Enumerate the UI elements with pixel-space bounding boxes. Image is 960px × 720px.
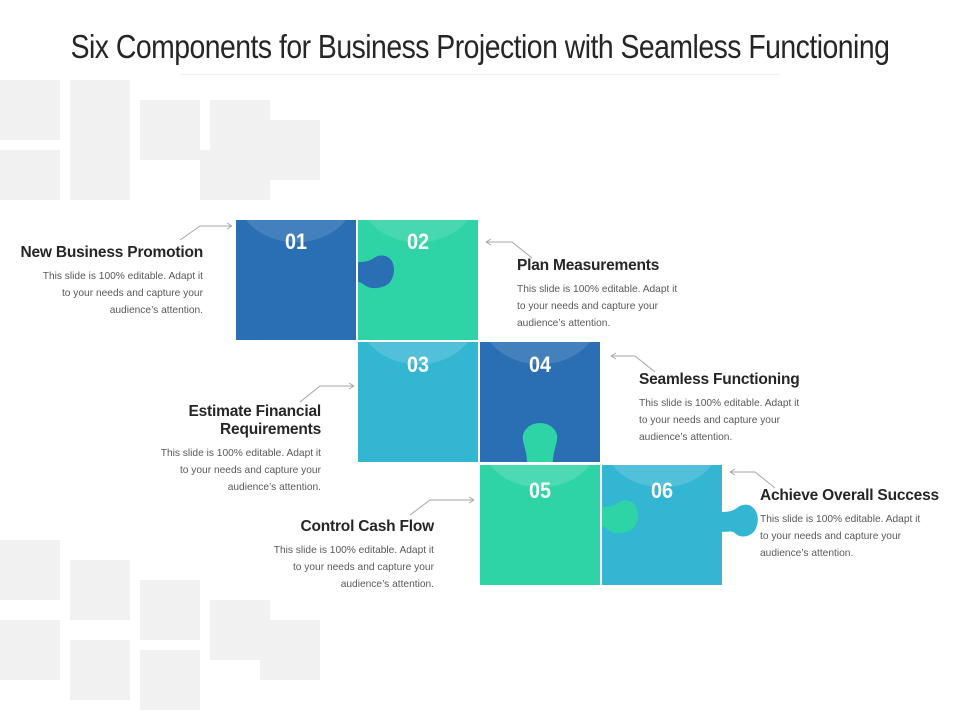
- item-heading: Estimate Financial Requirements: [188, 403, 321, 438]
- item-seamless-functioning: Seamless Functioning This slide is 100% …: [639, 371, 854, 446]
- piece-number-05: 05: [528, 478, 552, 503]
- item-heading: Control Cash Flow: [300, 518, 434, 535]
- puzzle-piece-06: [602, 465, 758, 585]
- item-heading: Achieve Overall Success: [760, 487, 939, 504]
- piece-number-04: 04: [528, 352, 552, 377]
- connector-02: [486, 241, 533, 259]
- connector-05: [409, 499, 474, 516]
- item-heading: Seamless Functioning: [639, 371, 800, 388]
- puzzle-piece-04: [480, 342, 600, 462]
- item-description: This slide is 100% editable. Adapt it to…: [760, 514, 921, 559]
- item-estimate-financial-requirements: Estimate Financial Requirements This sli…: [106, 403, 321, 496]
- piece-number-06: 06: [650, 478, 674, 503]
- connector-04: [611, 355, 656, 373]
- puzzle-piece-01: [236, 220, 356, 340]
- connector-lines: [179, 222, 776, 516]
- puzzle-piece-05: [480, 465, 600, 585]
- connector-06: [730, 471, 776, 489]
- item-control-cash-flow: Control Cash Flow This slide is 100% edi…: [219, 518, 434, 593]
- item-description: This slide is 100% editable. Adapt it to…: [160, 448, 321, 493]
- piece-number-02: 02: [406, 229, 430, 254]
- puzzle-piece-03: [358, 342, 478, 462]
- piece-number-01: 01: [284, 229, 308, 254]
- item-description: This slide is 100% editable. Adapt it to…: [42, 271, 203, 316]
- item-description: This slide is 100% editable. Adapt it to…: [273, 545, 434, 590]
- item-description: This slide is 100% editable. Adapt it to…: [639, 398, 800, 443]
- item-heading: New Business Promotion: [20, 244, 204, 261]
- item-description: This slide is 100% editable. Adapt it to…: [517, 284, 678, 329]
- puzzle-piece-02: [358, 220, 478, 340]
- title-divider: [180, 74, 780, 75]
- item-heading: Plan Measurements: [517, 257, 660, 274]
- slide-title: Six Components for Business Projection w…: [70, 28, 890, 65]
- item-plan-measurements: Plan Measurements This slide is 100% edi…: [517, 257, 732, 332]
- item-new-business-promotion: New Business Promotion This slide is 100…: [0, 244, 204, 319]
- piece-number-03: 03: [406, 352, 430, 377]
- connector-01: [179, 225, 232, 241]
- connector-03: [299, 385, 354, 403]
- item-achieve-overall-success: Achieve Overall Success This slide is 10…: [760, 487, 955, 562]
